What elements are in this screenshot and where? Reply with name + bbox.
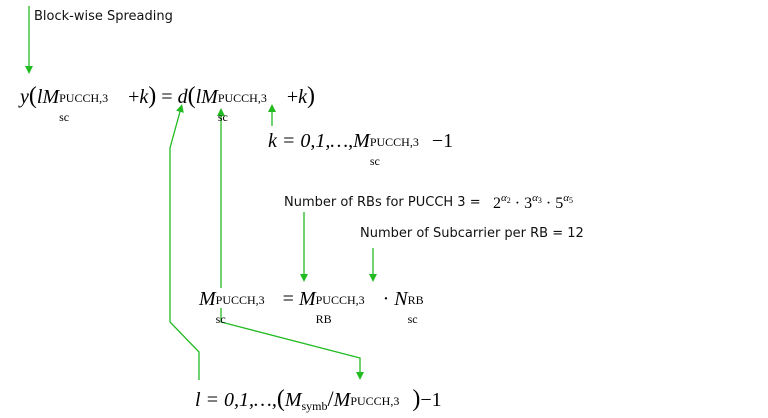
sup-pucch3: PUCCH,3 — [59, 91, 109, 105]
base-3: 3 — [524, 195, 533, 212]
sub-rb: RB — [315, 312, 332, 326]
l-range-prefix: l = 0,1,…, — [195, 389, 277, 411]
plus-2: + — [286, 86, 299, 108]
k-range-prefix: k = 0,1,…, — [268, 130, 354, 152]
symbol-k-2: k — [298, 86, 307, 108]
symbol-y: y — [20, 86, 29, 108]
sup-rb: RB — [407, 293, 424, 307]
index-3: 3 — [537, 196, 542, 205]
symbol-m-2: M — [201, 86, 218, 108]
symbol-m-6: M — [284, 389, 302, 411]
minus-one: −1 — [431, 130, 454, 152]
equals-sign: = — [161, 86, 173, 108]
index-2: 2 — [506, 196, 511, 205]
sup-pucch3-5: PUCCH,3 — [315, 293, 365, 307]
alpha-3: α — [532, 192, 538, 204]
sub-sc-3: sc — [369, 154, 380, 168]
symbol-m-4: M — [199, 288, 216, 310]
dot-1: · — [514, 195, 521, 212]
arrow-lrange-to-l — [169, 104, 200, 380]
sub-sc-2: sc — [217, 110, 228, 124]
symbol-n: N — [394, 288, 408, 310]
arrow-msc-to-lrange — [220, 308, 364, 380]
sup-pucch3-4: PUCCH,3 — [215, 293, 265, 307]
symbol-m-7: M — [333, 389, 351, 411]
label-block-wise-spreading: Block-wise Spreading — [34, 9, 173, 24]
symbol-m: M — [42, 86, 60, 108]
symbol-m-5: M — [298, 288, 316, 310]
symbol-l-2: l — [195, 86, 202, 108]
plus-1: + — [128, 86, 140, 108]
sub-sc: sc — [59, 110, 70, 124]
sub-sc-6: sc — [350, 414, 360, 418]
symbol-m-3: M — [353, 130, 370, 152]
sup-pucch3-6: PUCCH,3 — [350, 394, 400, 408]
sub-sc-5: sc — [407, 312, 418, 326]
symbol-d: d — [177, 86, 188, 108]
minus-one-2: −1 — [420, 389, 442, 411]
alpha-2: α — [501, 192, 507, 204]
symbol-k: k — [139, 86, 149, 108]
sub-symb: symb — [301, 399, 328, 413]
alpha-5: α — [563, 192, 569, 204]
sub-sc-4: sc — [215, 312, 226, 326]
dot-2: · — [545, 195, 552, 212]
formula-rb-factorization: 2α2 · 3α3 · 5α5 — [493, 193, 573, 212]
sup-pucch3-2: PUCCH,3 — [217, 91, 267, 105]
base-2: 2 — [493, 195, 501, 212]
index-5: 5 — [569, 196, 573, 205]
label-number-of-rbs: Number of RBs for PUCCH 3 = — [284, 195, 481, 210]
label-number-of-subcarrier: Number of Subcarrier per RB = 12 — [360, 226, 584, 241]
base-5: 5 — [555, 195, 564, 212]
dot-3: · — [382, 288, 390, 310]
equals-sign-2: = — [282, 288, 294, 310]
sup-pucch3-3: PUCCH,3 — [369, 135, 419, 149]
symbol-l: l — [36, 86, 43, 108]
